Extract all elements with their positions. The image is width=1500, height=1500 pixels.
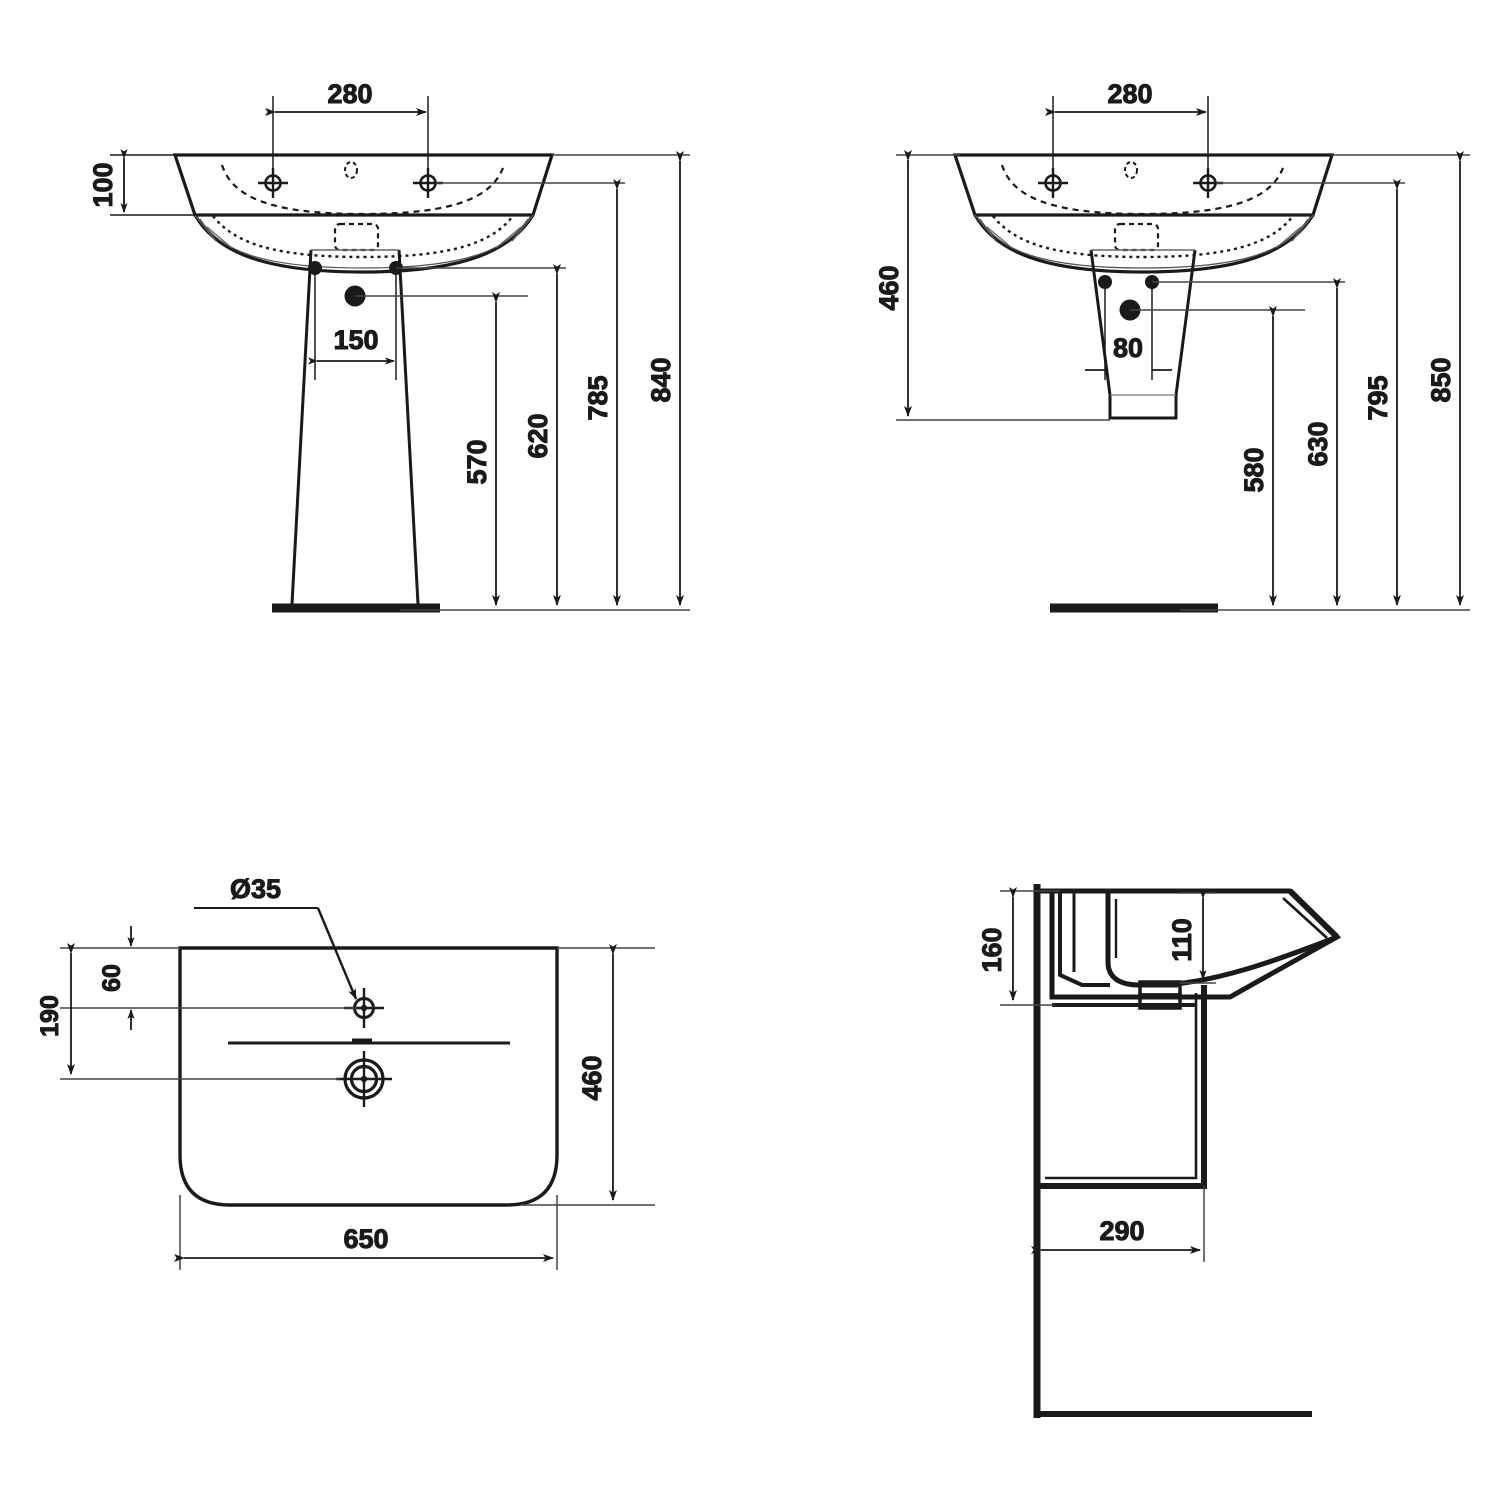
- dim-label-150-view1: 150: [333, 325, 378, 355]
- dim-label-60-plan: 60: [98, 964, 126, 992]
- full-pedestal-outline: [290, 249, 420, 605]
- dim-label-160-side: 160: [977, 927, 1007, 972]
- dim-label-630-view2: 630: [1303, 421, 1333, 466]
- view-side-section: 160 110 290: [977, 884, 1342, 1418]
- dim-label-570-view1: 570: [462, 439, 492, 484]
- dim-label-650-plan: 650: [343, 1224, 388, 1254]
- witness-60-plan: [60, 947, 356, 1009]
- dim-280-view2: [1045, 96, 1209, 190]
- dim-280-view1: [265, 96, 429, 190]
- bowl-hidden-contour-semi: [1000, 164, 1286, 216]
- bowl-hidden-contour-front: [220, 164, 506, 216]
- overflow-opening-semi: [1124, 161, 1138, 179]
- trap-fixing-box-front: [333, 222, 380, 252]
- dim-label-diameter-35: Ø35: [230, 874, 281, 904]
- semi-pedestal-outline: [1089, 249, 1197, 420]
- dim-label-840-view1: 840: [646, 357, 676, 402]
- dim-label-785-view1: 785: [583, 375, 613, 420]
- basin-plan-outline: [178, 946, 559, 1207]
- dim-label-620-view1: 620: [523, 413, 553, 458]
- dim-label-460-view2: 460: [874, 265, 904, 310]
- dim-label-190-plan: 190: [36, 995, 64, 1037]
- trap-fixing-box-semi: [1113, 222, 1160, 252]
- basin-outline-front: [172, 153, 555, 274]
- dim-label-460-plan: 460: [577, 1055, 607, 1100]
- view-plan-top: Ø35 60 190 460: [36, 874, 655, 1270]
- leader-diameter-35: [194, 907, 358, 1000]
- apron-profile-side: [1037, 985, 1207, 1189]
- overflow-opening-front: [344, 161, 358, 179]
- dim-label-110-side: 110: [1167, 918, 1197, 962]
- dim-label-580-view2: 580: [1239, 447, 1269, 492]
- witness-lines-460-view2: [896, 154, 1110, 421]
- waste-outlet-plan: [336, 1051, 392, 1107]
- dim-label-290-side: 290: [1099, 1216, 1144, 1246]
- dim-label-80-view2: 80: [1113, 333, 1143, 363]
- dim-80-view2: [1085, 282, 1172, 380]
- witness-110-side: [1180, 892, 1216, 984]
- witness-lines-view2: [1130, 154, 1470, 611]
- dim-100-view1: [110, 149, 196, 216]
- dim-label-280-view1: 280: [327, 79, 372, 109]
- bowl-section-detail: [1052, 893, 1196, 1010]
- view-front-semi-pedestal: 280 460 80 580: [874, 79, 1470, 613]
- basin-outline-semi: [952, 153, 1335, 274]
- view-front-full-pedestal: 280 100 150 570: [88, 79, 690, 613]
- dim-label-280-view2: 280: [1107, 79, 1152, 109]
- bowl-rim-line-plan: [228, 1038, 510, 1045]
- dim-label-100-view1: 100: [88, 162, 118, 207]
- dim-150-view1: [308, 268, 397, 380]
- dim-label-795-view2: 795: [1363, 375, 1393, 420]
- dim-label-850-view2: 850: [1426, 357, 1456, 402]
- witness-460-plan: [520, 947, 655, 1206]
